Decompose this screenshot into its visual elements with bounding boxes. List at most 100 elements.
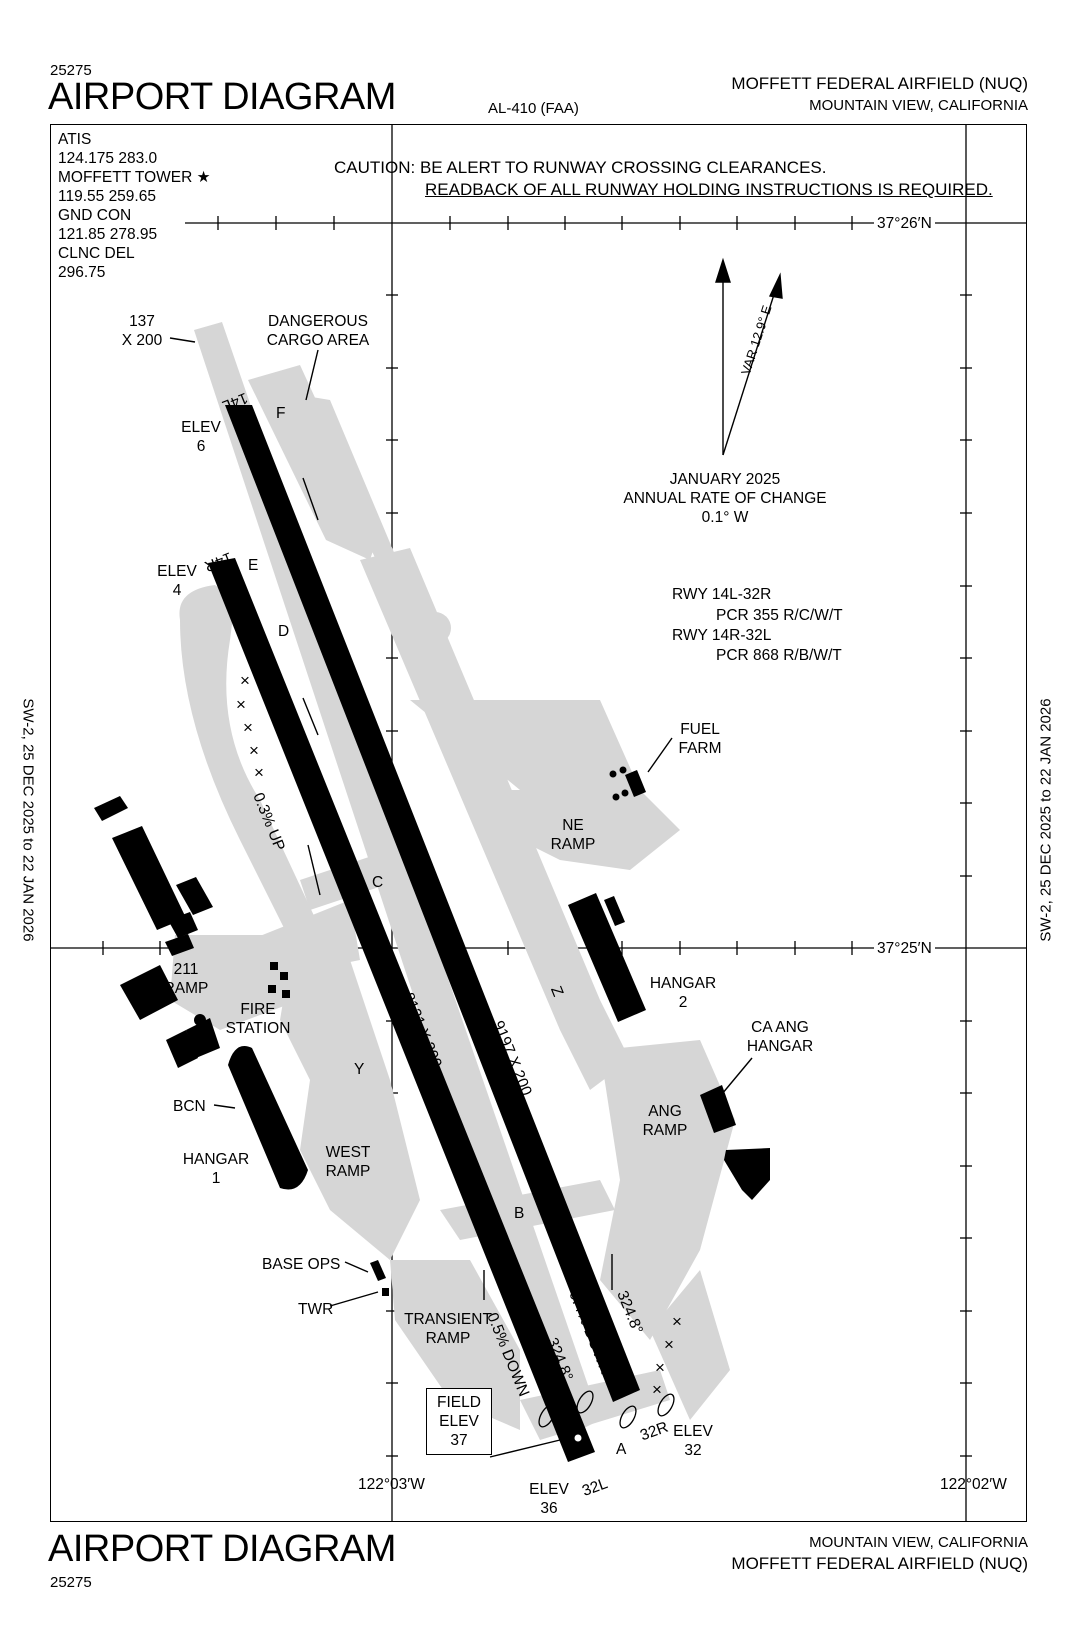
base-ops-bldg bbox=[370, 1260, 386, 1281]
taxiway-f-label: F bbox=[276, 405, 286, 422]
mag-north-arrow bbox=[768, 272, 783, 299]
caution-line-2: READBACK OF ALL RUNWAY HOLDING INSTRUCTI… bbox=[425, 180, 993, 199]
building-nw-small bbox=[94, 796, 128, 821]
chart-number-bottom: 25275 bbox=[50, 1574, 92, 1591]
ca-ang-callout bbox=[721, 1057, 753, 1095]
pavement-areas bbox=[170, 322, 735, 1440]
mag-north-line bbox=[722, 284, 778, 456]
freq-line: 296.75 bbox=[58, 264, 106, 281]
field-elev-dot bbox=[574, 1434, 582, 1442]
freq-line: 121.85 278.95 bbox=[58, 226, 158, 243]
transient-ramp-label: TRANSIENT RAMP bbox=[404, 1311, 492, 1347]
hangar-2 bbox=[568, 893, 646, 1022]
taxiway-d-label: D bbox=[278, 623, 290, 640]
freq-line: 124.175 283.0 bbox=[58, 150, 158, 167]
taxiway-b-label: B bbox=[514, 1205, 525, 1222]
taxiway-d-loop bbox=[179, 585, 330, 960]
taxiway-z bbox=[360, 548, 630, 1090]
cargo-callout bbox=[305, 349, 319, 401]
taxiway-e-label: E bbox=[248, 557, 259, 574]
hangar-2-annex bbox=[604, 896, 625, 926]
ang-ramp bbox=[600, 1040, 735, 1340]
taxiway-y-label: Y bbox=[354, 1061, 365, 1078]
hangar-1 bbox=[228, 1046, 308, 1190]
twr-label: TWR bbox=[298, 1301, 334, 1318]
hangar-1-label: HANGAR 1 bbox=[182, 1151, 250, 1187]
runway-end-markers bbox=[538, 1390, 675, 1429]
taxiway-a-label: A bbox=[616, 1441, 627, 1458]
bcn-label: BCN bbox=[173, 1098, 206, 1115]
ang-building bbox=[724, 1148, 770, 1200]
overrun-callout bbox=[169, 337, 196, 343]
holding-pad bbox=[419, 612, 451, 644]
field-elev-callout bbox=[489, 1439, 561, 1458]
building-t bbox=[176, 877, 213, 915]
rwy2-label: RWY 14R-32L bbox=[672, 627, 772, 644]
building-nw-long bbox=[112, 826, 186, 930]
dangerous-cargo-label: DANGEROUS CARGO AREA bbox=[266, 313, 370, 349]
buildings bbox=[94, 766, 770, 1296]
ang-south-apron bbox=[650, 1270, 730, 1420]
lat-north: 37°26′N bbox=[874, 214, 935, 233]
freq-line: GND CON bbox=[58, 207, 132, 224]
runways bbox=[208, 405, 640, 1462]
ne-taxi-connector bbox=[410, 700, 640, 790]
ca-ang-hangar-label: CA ANG HANGAR bbox=[746, 1019, 814, 1055]
ramp-211-label: 211 RAMP bbox=[163, 961, 209, 997]
fuel-dot-4 bbox=[621, 789, 629, 797]
airport-location: MOUNTAIN VIEW, CALIFORNIA bbox=[809, 97, 1028, 114]
taxiway-c-label: C bbox=[372, 874, 384, 891]
field-elev-box: FIELD ELEV 37 bbox=[426, 1388, 492, 1455]
rwy1-label: RWY 14L-32R bbox=[672, 586, 772, 603]
lon-east: 122°02′W bbox=[940, 1476, 1007, 1493]
svg-text:×: × bbox=[664, 1335, 674, 1354]
grad-arrow-left bbox=[564, 1219, 569, 1261]
freq-line: CLNC DEL bbox=[58, 245, 135, 262]
lat-south: 37°25′N bbox=[874, 939, 935, 958]
hdg-arrow-14l bbox=[302, 477, 319, 521]
elev-32l: ELEV 36 bbox=[529, 1481, 569, 1517]
bldg-dot-4 bbox=[282, 990, 290, 998]
mag-date: JANUARY 2025 bbox=[669, 471, 781, 488]
grad-arrow-up bbox=[307, 844, 321, 896]
mag-rate: 0.1° W bbox=[701, 509, 749, 526]
footer-airport-name: MOFFETT FEDERAL AIRFIELD (NUQ) bbox=[731, 1554, 1028, 1573]
footer-title: AIRPORT DIAGRAM bbox=[48, 1528, 396, 1570]
page-title: AIRPORT DIAGRAM bbox=[48, 76, 396, 118]
fuel-dot-2 bbox=[619, 766, 627, 774]
tower-bldg bbox=[382, 1288, 389, 1296]
chart-number-top: 25275 bbox=[50, 62, 92, 79]
procedure-id: AL-410 (FAA) bbox=[488, 100, 579, 117]
ca-ang-hangar bbox=[700, 1085, 736, 1133]
diagram-frame bbox=[50, 124, 1027, 1522]
bldg-dot-2 bbox=[280, 972, 288, 980]
elev-14r: ELEV 4 bbox=[157, 563, 197, 599]
building-211-small bbox=[165, 934, 194, 956]
fuel-farm-callout bbox=[647, 737, 673, 773]
twr-callout bbox=[329, 1291, 379, 1307]
elev-32r: ELEV 32 bbox=[673, 1423, 713, 1459]
caution-line-1: CAUTION: BE ALERT TO RUNWAY CROSSING CLE… bbox=[334, 158, 827, 177]
ang-ramp-label: ANG RAMP bbox=[642, 1103, 688, 1139]
true-north-arrow bbox=[715, 257, 731, 283]
fire-building-b bbox=[186, 1018, 220, 1058]
lon-west: 122°03′W bbox=[358, 1476, 425, 1493]
transient-ramp bbox=[390, 1260, 520, 1430]
ne-ramp bbox=[510, 790, 680, 870]
elev-14l: ELEV 6 bbox=[181, 419, 221, 455]
fire-station-apron bbox=[170, 935, 300, 1030]
freq-line: MOFFETT TOWER ★ bbox=[58, 169, 211, 186]
svg-text:×: × bbox=[672, 1312, 682, 1331]
bcn-callout bbox=[213, 1104, 236, 1109]
taxiway-c bbox=[300, 840, 430, 910]
west-ramp-label: WEST RAMP bbox=[325, 1144, 371, 1180]
bldg-dot-1 bbox=[270, 962, 278, 970]
svg-text:×: × bbox=[249, 741, 259, 760]
building-t-base bbox=[168, 912, 198, 938]
arrows bbox=[169, 257, 783, 1458]
cargo-apron bbox=[248, 365, 378, 560]
svg-text:×: × bbox=[236, 695, 246, 714]
footer-location: MOUNTAIN VIEW, CALIFORNIA bbox=[809, 1534, 1028, 1551]
fuel-dot-1 bbox=[609, 770, 617, 778]
